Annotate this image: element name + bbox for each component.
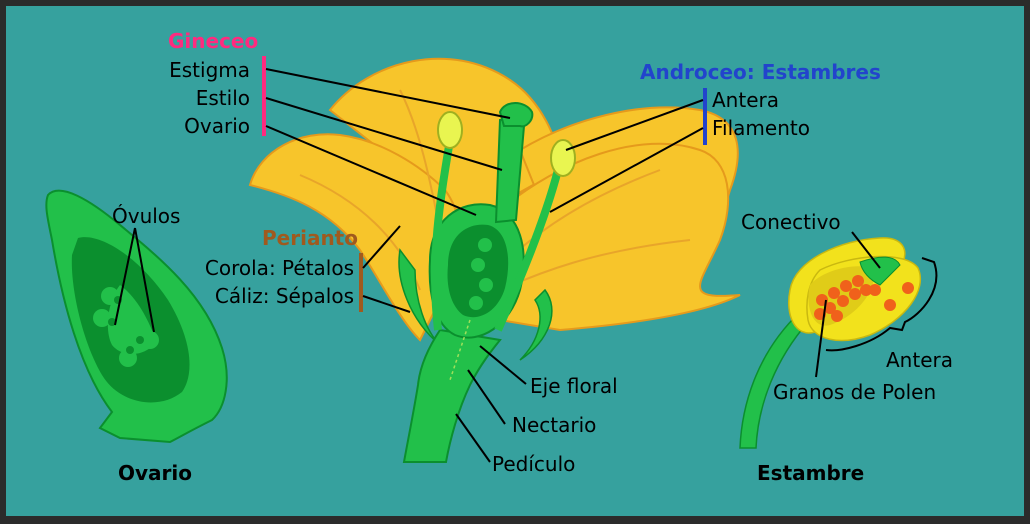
ovulos-label: Óvulos [112, 204, 181, 228]
petal-right [499, 142, 741, 332]
ovario-label: Ovario [184, 114, 250, 138]
antera-label: Antera [712, 88, 779, 112]
antera-detail-label: Antera [886, 348, 953, 372]
estambre-caption: Estambre [757, 461, 865, 485]
connective [859, 256, 901, 286]
gineceo-title: Gineceo [168, 29, 259, 53]
gynoecium-stigma [498, 102, 534, 128]
caliz-label: Cáliz: Sépalos [214, 284, 354, 308]
anther-right [550, 139, 576, 177]
granos-polen-label: Granos de Polen [773, 380, 937, 404]
conectivo-label: Conectivo [741, 210, 841, 234]
pollen-grains [814, 275, 914, 322]
ovulos-leader-2 [134, 227, 155, 333]
filament-right [494, 168, 562, 332]
flower-illustration [248, 57, 741, 463]
perianto-title: Perianto [262, 226, 358, 250]
antera-bracket [825, 257, 938, 352]
filamento-label: Filamento [712, 116, 810, 140]
leader-lines [265, 68, 881, 463]
pediculo-label: Pedículo [492, 452, 576, 476]
ovario-caption: Ovario [118, 461, 192, 485]
corola-label: Corola: Pétalos [204, 256, 354, 280]
ovary-detail-illustration [45, 189, 228, 444]
androceo-title: Androceo: Estambres [640, 60, 881, 84]
pedicel [402, 328, 502, 463]
estigma-label: Estigma [169, 58, 250, 82]
sepal-right [519, 288, 553, 361]
eje-floral-label: Eje floral [530, 374, 618, 398]
ovulos-leader-1 [114, 227, 136, 326]
estilo-label: Estilo [195, 86, 250, 110]
anther-left [437, 111, 463, 149]
filament-left [431, 139, 454, 331]
nectario-label: Nectario [512, 413, 597, 437]
